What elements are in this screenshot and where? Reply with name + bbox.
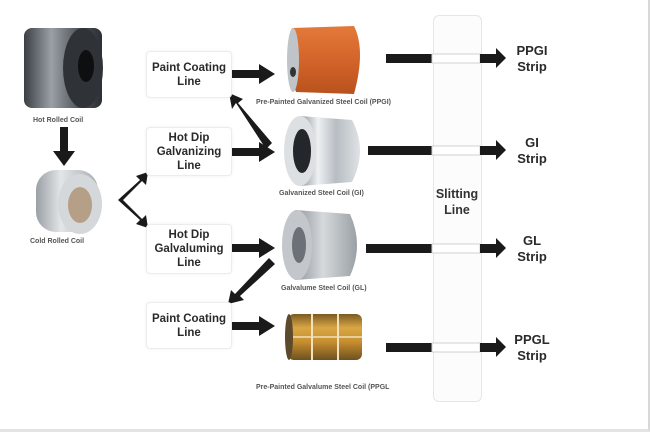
arrow-hot-to-cold bbox=[53, 127, 75, 166]
arrow-galvanizing-to-gi bbox=[228, 142, 275, 162]
slitting-line-label: Slitting Line bbox=[435, 187, 479, 217]
arrow-galvaluming-to-gl bbox=[228, 238, 275, 258]
arrow-gi-to-strip bbox=[368, 140, 506, 160]
arrow-paint-to-ppgi bbox=[228, 64, 275, 84]
hot-rolled-coil-label: Hot Rolled Coil bbox=[33, 117, 84, 124]
hot-rolled-coil-image bbox=[24, 28, 103, 108]
gi-strip-label: GI Strip bbox=[517, 135, 547, 166]
ppgl-coil-label: Pre-Painted Galvalume Steel Coil (PPGL bbox=[256, 384, 390, 391]
slitting-line-column bbox=[433, 15, 482, 402]
gl-strip-label: GL Strip bbox=[517, 233, 547, 264]
ppgi-coil-image bbox=[287, 26, 360, 94]
arrow-ppgl-to-strip bbox=[386, 337, 506, 357]
paint-coating-line-top: Paint Coating Line bbox=[146, 51, 232, 98]
paint-coating-line-bottom: Paint Coating Line bbox=[146, 302, 232, 349]
gl-coil-label: Galvalume Steel Coil (GL) bbox=[281, 285, 367, 292]
gi-coil-image bbox=[284, 116, 360, 186]
ppgi-coil-label: Pre-Painted Galvanized Steel Coil (PPGI) bbox=[256, 99, 391, 106]
cold-rolled-coil-label: Cold Rolled Coil bbox=[30, 238, 85, 245]
arrow-gl-to-paint bbox=[228, 258, 275, 304]
arrow-cold-to-galvanizing bbox=[118, 172, 148, 200]
ppgl-strip-label: PPGL Strip bbox=[514, 332, 550, 363]
hot-dip-galvaluming-line: Hot Dip Galvaluming Line bbox=[146, 224, 232, 274]
cold-rolled-coil-image bbox=[36, 170, 102, 234]
arrow-gi-to-paint bbox=[229, 93, 272, 149]
ppgi-strip-label: PPGI Strip bbox=[516, 43, 548, 74]
hot-dip-galvanizing-line: Hot Dip Galvanizing Line bbox=[146, 127, 232, 176]
arrow-paint-to-ppgl bbox=[228, 316, 275, 336]
ppgl-coil-image bbox=[285, 314, 362, 360]
gl-coil-image bbox=[282, 210, 357, 280]
arrow-gl-to-strip bbox=[366, 238, 506, 258]
gi-coil-label: Galvanized Steel Coil (GI) bbox=[279, 190, 364, 197]
arrow-ppgi-to-strip bbox=[386, 48, 506, 68]
arrow-cold-to-galvaluming bbox=[118, 200, 148, 228]
